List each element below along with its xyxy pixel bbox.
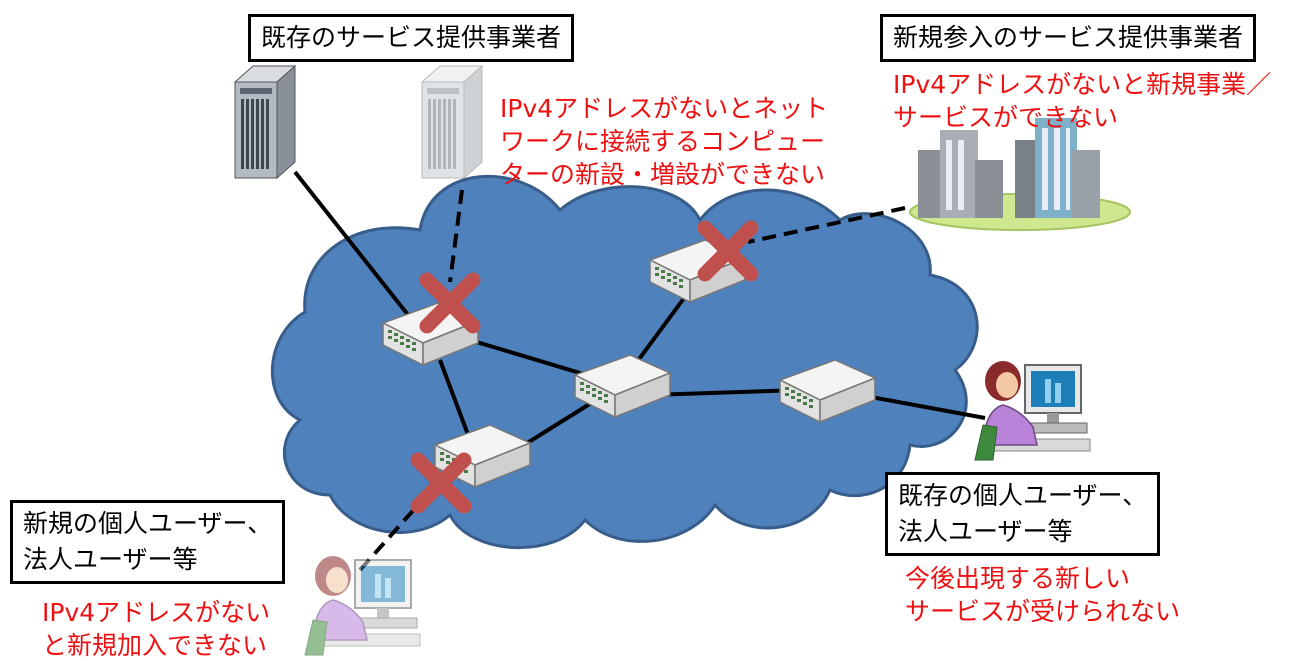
new-provider-note: IPv4アドレスがないと新規事業／ サービスができない [893, 70, 1272, 132]
server-icon [421, 65, 483, 179]
existing-users-label: 既存の個人ユーザー、 法人ユーザー等 [885, 472, 1161, 556]
existing-user-note: 今後出現する新しい サービスが受けられない [905, 564, 1181, 626]
new-user-note: IPv4アドレスがない と新規加入できない [42, 598, 271, 660]
office-buildings-icon [909, 118, 1131, 231]
computer-user-icon [304, 555, 421, 656]
existing-providers-label: 既存のサービス提供事業者 [248, 14, 575, 62]
new-users-label: 新規の個人ユーザー、 法人ユーザー等 [10, 500, 286, 584]
new-providers-label: 新規参入のサービス提供事業者 [880, 14, 1257, 62]
computer-user-icon [974, 360, 1091, 461]
server-icon [234, 65, 296, 179]
server-note: IPv4アドレスがないとネット ワークに接続するコンピュー ターの新設・増設がで… [500, 94, 829, 189]
blocked-links [358, 189, 906, 572]
